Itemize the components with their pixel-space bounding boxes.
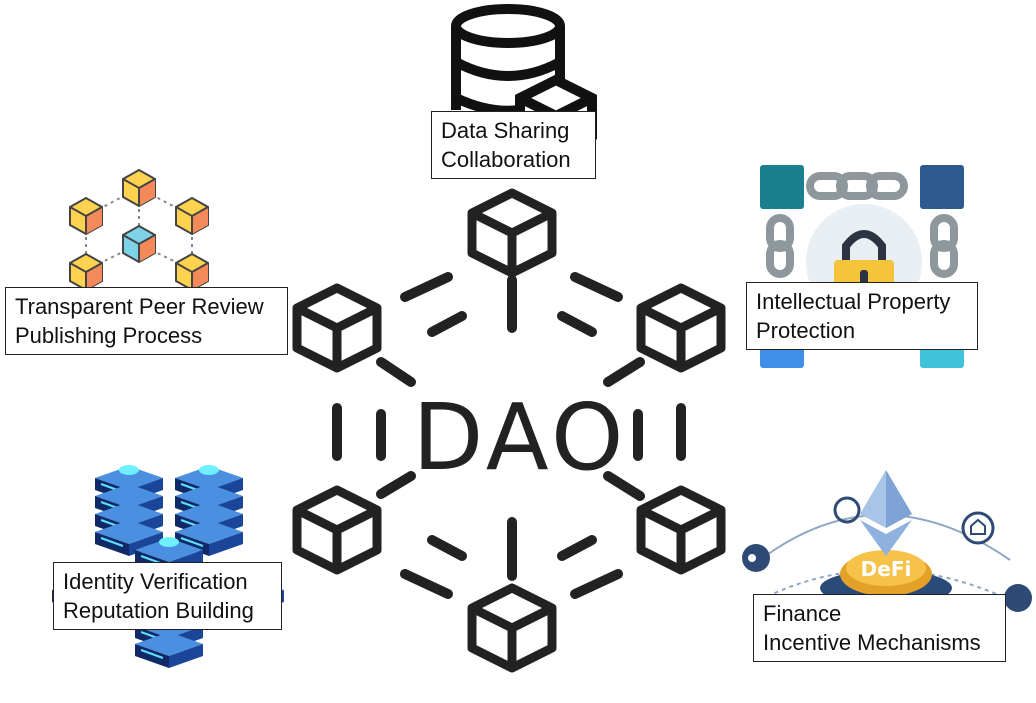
cube-lower-right-icon <box>641 490 721 570</box>
server-stack-icon <box>51 465 285 669</box>
cube-bottom-icon <box>472 588 552 668</box>
label-line: Incentive Mechanisms <box>763 630 981 655</box>
label-finance: Finance Incentive Mechanisms <box>753 594 1006 662</box>
label-line: Identity Verification <box>63 569 248 594</box>
connector-dashes <box>332 272 686 599</box>
cube-top-icon <box>472 193 552 273</box>
cube-upper-left-icon <box>297 288 377 368</box>
label-line: Intellectual Property <box>756 289 951 314</box>
label-line: Reputation Building <box>63 598 254 623</box>
coin-label: DeFi <box>861 557 912 581</box>
label-line: Publishing Process <box>15 323 203 348</box>
cube-lower-left-icon <box>297 490 377 570</box>
dao-title: DAO <box>412 384 628 491</box>
label-line: Protection <box>756 318 856 343</box>
label-line: Data Sharing <box>441 118 570 143</box>
block-network-icon <box>69 169 209 291</box>
label-line: Finance <box>763 601 842 626</box>
dao-network <box>297 193 721 668</box>
cube-upper-right-icon <box>641 288 721 368</box>
label-line: Transparent Peer Review <box>15 294 264 319</box>
label-line: Collaboration <box>441 147 571 172</box>
label-identity-verification: Identity Verification Reputation Buildin… <box>53 562 282 630</box>
label-intellectual-property: Intellectual Property Protection <box>746 282 978 350</box>
label-peer-review: Transparent Peer Review Publishing Proce… <box>5 287 288 355</box>
label-data-sharing: Data Sharing Collaboration <box>431 111 596 179</box>
defi-coin-icon: DeFi <box>742 470 1032 613</box>
